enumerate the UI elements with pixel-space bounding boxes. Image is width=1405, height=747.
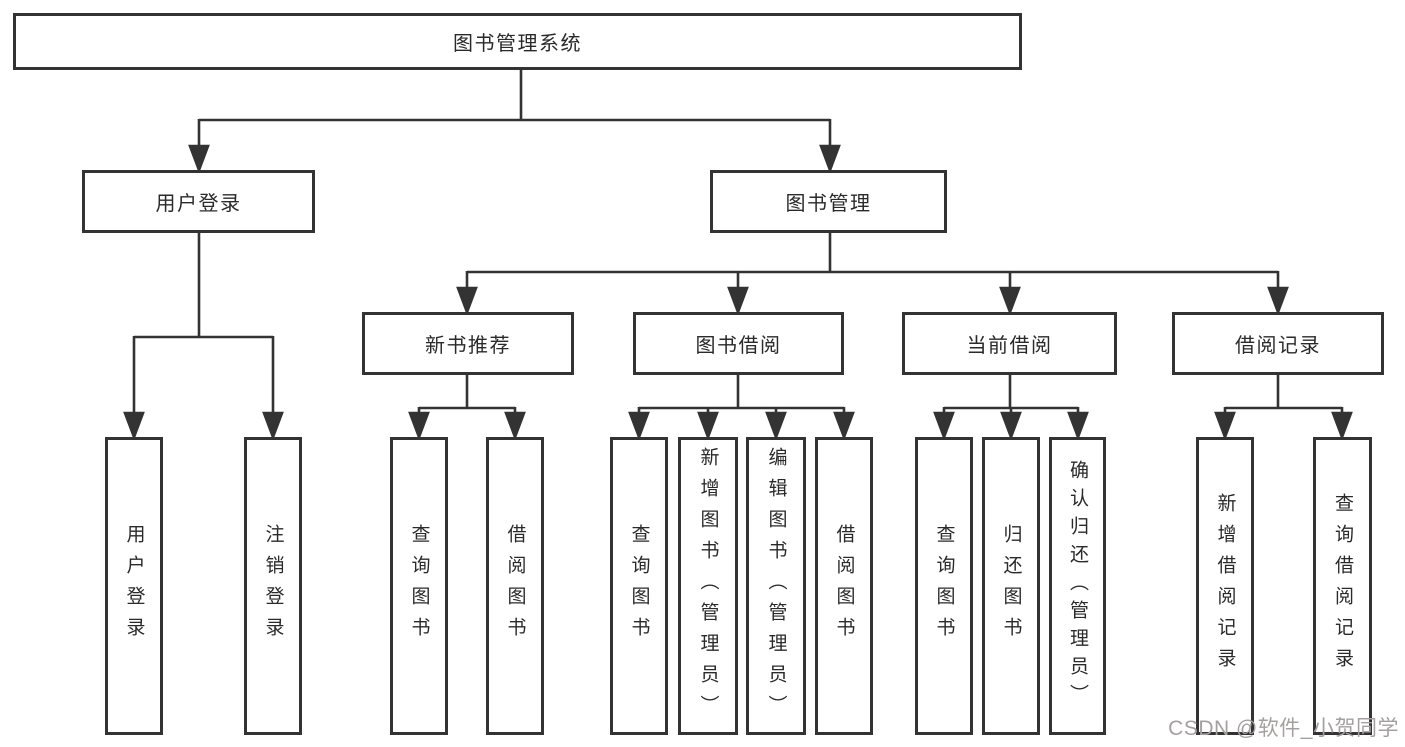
node-book-management: 图书管理 <box>710 170 947 233</box>
leaf-borrow-books: 借阅图书 <box>815 437 873 735</box>
node-borrow-records: 借阅记录 <box>1172 312 1384 375</box>
node-library-system: 图书管理系统 <box>13 13 1022 70</box>
leaf-query-books-current: 查询图书 <box>915 437 973 735</box>
node-book-borrow: 图书借阅 <box>633 312 844 375</box>
node-label: 注销登录 <box>262 524 284 648</box>
node-current-borrow: 当前借阅 <box>902 312 1117 375</box>
leaf-user-login: 用户登录 <box>105 437 163 735</box>
node-label: 图书管理 <box>785 193 872 215</box>
leaf-edit-book-admin: 编辑图书（管理员） <box>746 437 806 735</box>
node-label: 新书推荐 <box>425 335 511 357</box>
node-label: 新增图书（管理员） <box>697 446 719 726</box>
leaf-confirm-return-admin: 确认归还（管理员） <box>1049 437 1106 735</box>
node-label: 图书借阅 <box>695 335 782 357</box>
node-label: 编辑图书（管理员） <box>765 446 787 726</box>
leaf-add-borrow-record: 新增借阅记录 <box>1196 437 1254 735</box>
node-label: 查询借阅记录 <box>1332 493 1353 679</box>
node-label: 当前借阅 <box>966 335 1053 357</box>
node-label: 借阅记录 <box>1235 335 1321 357</box>
leaf-logout: 注销登录 <box>244 437 302 735</box>
csdn-watermark: CSDN @软件_小贺同学 <box>1168 717 1399 740</box>
node-label: 查询图书 <box>408 524 430 648</box>
node-label: 借阅图书 <box>833 524 855 648</box>
leaf-query-books-borrow: 查询图书 <box>610 437 668 735</box>
node-label: 用户登录 <box>155 193 242 215</box>
node-label: 确认归还（管理员） <box>1067 460 1088 712</box>
leaf-add-book-admin: 新增图书（管理员） <box>678 437 738 735</box>
node-label: 查询图书 <box>628 524 650 648</box>
leaf-query-books-recommend: 查询图书 <box>390 437 448 735</box>
node-label: 查询图书 <box>933 524 955 648</box>
node-label: 新增借阅记录 <box>1214 493 1236 679</box>
leaf-return-books: 归还图书 <box>982 437 1040 735</box>
node-label: 图书管理系统 <box>453 33 582 55</box>
leaf-borrow-books-recommend: 借阅图书 <box>486 437 544 735</box>
node-label: 借阅图书 <box>504 524 526 648</box>
node-label: 归还图书 <box>1000 524 1022 648</box>
node-user-login: 用户登录 <box>82 170 315 233</box>
leaf-query-borrow-record: 查询借阅记录 <box>1313 437 1372 735</box>
node-label: 用户登录 <box>123 524 145 648</box>
node-new-book-recommend: 新书推荐 <box>362 312 574 375</box>
